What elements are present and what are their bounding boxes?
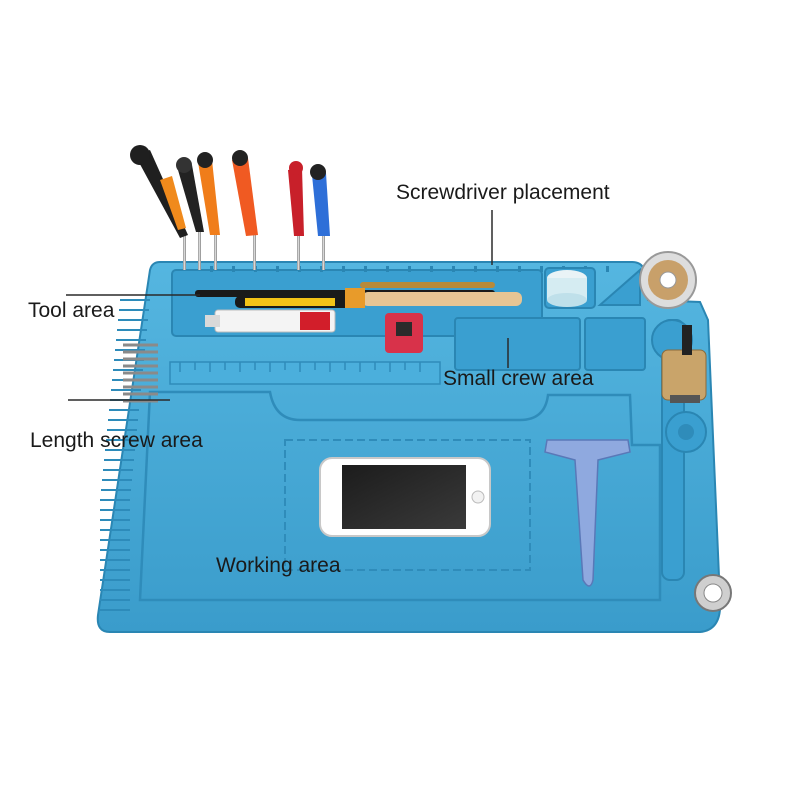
magnetizer-block-icon bbox=[385, 313, 423, 353]
label-small-screw-area: Small crew area bbox=[443, 367, 594, 390]
small-screw-grid bbox=[454, 317, 646, 371]
screwdrivers bbox=[130, 145, 330, 270]
tray-tools bbox=[195, 282, 522, 333]
pry-spudger-icon bbox=[544, 439, 631, 587]
label-length-screw-area: Length screw area bbox=[30, 429, 203, 452]
working-area-outline bbox=[138, 390, 662, 602]
ruler-ticks bbox=[179, 362, 421, 372]
label-screwdriver-placement: Screwdriver placement bbox=[396, 181, 610, 204]
smartphone-icon bbox=[319, 457, 491, 537]
solder-paste-jar-icon bbox=[547, 270, 587, 307]
ruler-strip bbox=[169, 361, 441, 385]
length-screws bbox=[123, 343, 158, 403]
solder-wire-reel-icon bbox=[639, 251, 697, 309]
label-working-area: Working area bbox=[216, 554, 341, 577]
leader-lines bbox=[66, 210, 509, 401]
flux-bottle-icon bbox=[661, 325, 707, 403]
tip-cleaner-icon bbox=[694, 574, 732, 612]
phone-frame-outline bbox=[284, 439, 531, 571]
label-tool-area: Tool area bbox=[28, 299, 115, 322]
silicone-mat bbox=[96, 261, 722, 633]
